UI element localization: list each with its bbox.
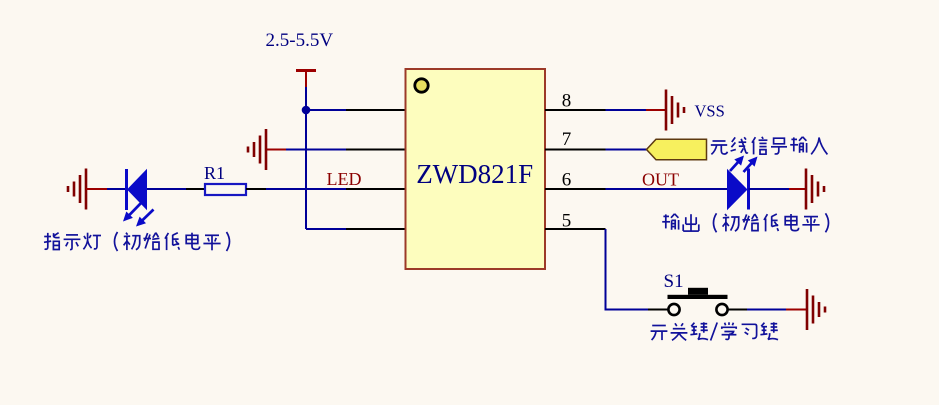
- svg-text:6: 6: [562, 170, 572, 191]
- svg-text:S1: S1: [664, 271, 684, 292]
- svg-text:ZWD821F: ZWD821F: [416, 159, 533, 189]
- svg-text:8: 8: [562, 91, 572, 112]
- svg-text:2.5-5.5V: 2.5-5.5V: [266, 30, 334, 51]
- svg-text:VSS: VSS: [695, 102, 725, 121]
- svg-text:R1: R1: [204, 163, 225, 183]
- svg-text:LED: LED: [327, 169, 362, 189]
- svg-text:OUT: OUT: [642, 170, 679, 190]
- svg-text:7: 7: [562, 129, 572, 150]
- svg-text:5: 5: [562, 211, 572, 232]
